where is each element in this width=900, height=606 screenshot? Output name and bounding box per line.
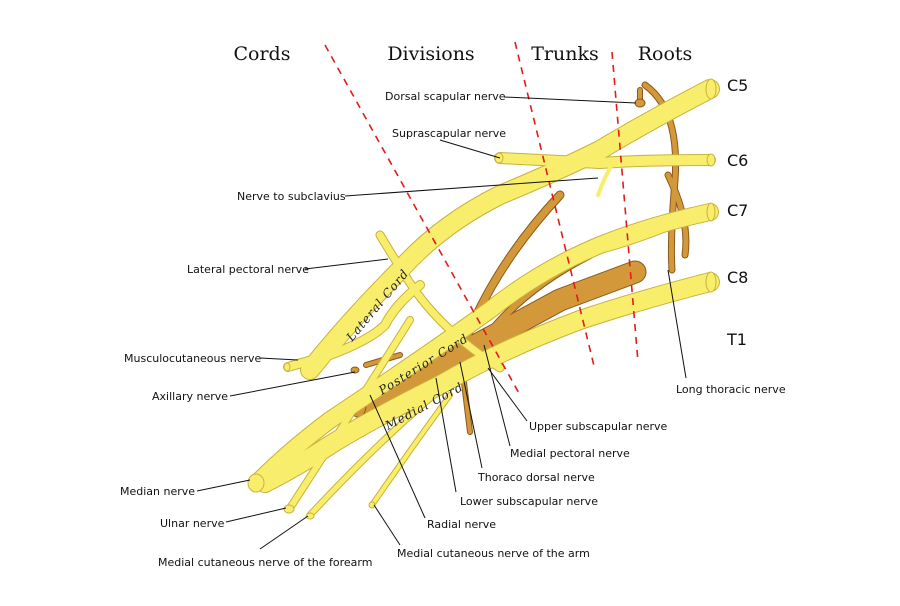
leader-lines xyxy=(196,96,687,550)
label-medial-cutaneous-arm: Medial cutaneous nerve of the arm xyxy=(397,547,590,560)
label-lateral-pectoral: Lateral pectoral nerve xyxy=(187,263,309,276)
ulnar-nerve xyxy=(287,317,413,511)
header-roots: Roots xyxy=(638,43,693,65)
header-cords: Cords xyxy=(234,43,291,65)
label-ulnar: Ulnar nerve xyxy=(160,517,225,530)
lateral-pectoral-nerve xyxy=(376,231,504,372)
cords-divisions-boundary xyxy=(324,44,521,396)
lower-trunk xyxy=(256,273,719,492)
root-c7: C7 xyxy=(727,201,748,220)
upper-trunk-lateral-cord xyxy=(301,80,719,379)
division-lines xyxy=(324,41,639,396)
label-thoraco-dorsal: Thoraco dorsal nerve xyxy=(477,471,595,484)
label-nerve-to-subclavius: Nerve to subclavius xyxy=(237,190,346,203)
divisions-trunks-boundary xyxy=(514,41,596,371)
root-c5: C5 xyxy=(727,76,748,95)
anterior-nerves xyxy=(247,78,720,520)
posterior-cord xyxy=(349,261,646,416)
label-medial-pectoral: Medial pectoral nerve xyxy=(510,447,630,460)
label-lower-subscapular: Lower subscapular nerve xyxy=(460,495,598,508)
root-c8: C8 xyxy=(727,268,748,287)
musculocutaneous-nerve xyxy=(284,281,424,371)
root-labels: C5 C6 C7 C8 T1 xyxy=(726,76,748,349)
header-trunks: Trunks xyxy=(531,43,599,65)
label-axillary: Axillary nerve xyxy=(152,390,228,403)
root-c6: C6 xyxy=(727,151,748,170)
nerve-labels: Dorsal scapular nerve Suprascapular nerv… xyxy=(120,90,786,569)
label-medial-cutaneous-forearm: Medial cutaneous nerve of the forearm xyxy=(158,556,372,569)
label-musculocutaneous: Musculocutaneous nerve xyxy=(124,352,262,365)
medial-cutaneous-forearm-nerve xyxy=(307,387,443,518)
label-suprascapular: Suprascapular nerve xyxy=(392,127,506,140)
label-median: Median nerve xyxy=(120,485,195,498)
root-t1: T1 xyxy=(726,330,747,349)
label-long-thoracic: Long thoracic nerve xyxy=(676,383,786,396)
column-headers: Cords Divisions Trunks Roots xyxy=(234,43,693,65)
label-radial: Radial nerve xyxy=(427,518,496,531)
header-divisions: Divisions xyxy=(387,43,474,65)
long-thoracic-nerve xyxy=(642,82,679,273)
suprascapular-nerve xyxy=(495,153,715,168)
label-dorsal-scapular: Dorsal scapular nerve xyxy=(385,90,506,103)
medial-cord xyxy=(250,204,718,490)
label-upper-subscapular: Upper subscapular nerve xyxy=(529,420,668,433)
nerve-to-subclavius xyxy=(596,158,617,197)
